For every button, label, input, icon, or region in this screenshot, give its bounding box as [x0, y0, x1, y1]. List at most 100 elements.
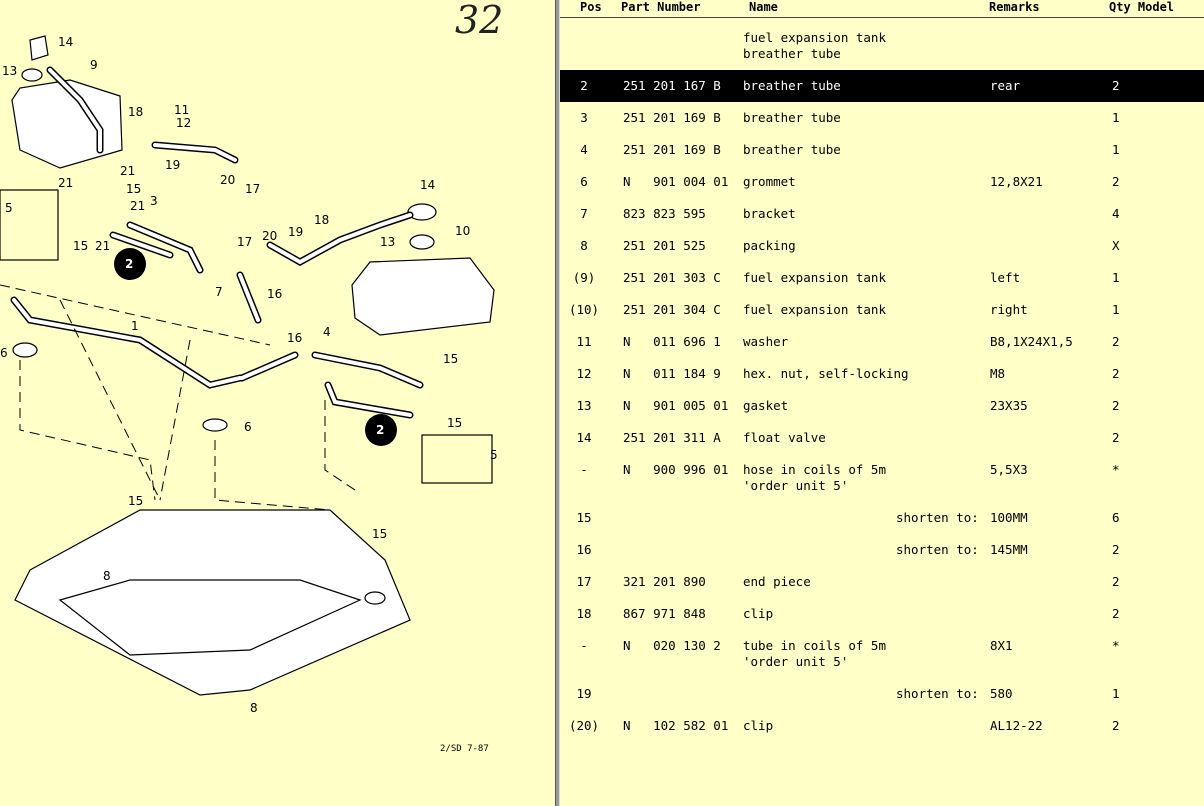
pane-splitter[interactable] — [555, 0, 560, 806]
row-pos: 18 — [576, 606, 592, 621]
row-qty: 2 — [1112, 542, 1120, 557]
svg-text:7: 7 — [215, 285, 223, 299]
svg-text:9: 9 — [90, 58, 98, 72]
svg-text:8: 8 — [250, 701, 258, 715]
row-pos: 14 — [576, 430, 592, 445]
column-header-pos[interactable]: Pos — [580, 0, 602, 14]
exploded-diagram[interactable]: 2 2 14 13 9 18 11 12 19 20 17 21 21 15 5… — [0, 0, 555, 806]
column-header-remarks[interactable]: Remarks — [989, 0, 1040, 14]
svg-text:2: 2 — [376, 423, 384, 437]
row-name: clip — [743, 718, 774, 733]
row-part-number: 251 201 303 C — [623, 270, 721, 285]
column-header-name[interactable]: Name — [749, 0, 778, 14]
row-pos: 11 — [576, 334, 592, 349]
svg-text:17: 17 — [237, 235, 252, 249]
svg-text:12: 12 — [176, 116, 191, 130]
column-header-part-number[interactable]: Part Number — [621, 0, 701, 14]
row-name: float valve — [743, 430, 826, 445]
row-part-number: 251 201 169 B — [623, 110, 721, 125]
row-name: grommet — [743, 174, 796, 189]
svg-text:5: 5 — [490, 448, 498, 462]
row-part-number: N 011 184 9 — [623, 366, 721, 381]
row-name: packing — [743, 238, 796, 253]
row-remarks: AL12-22 — [990, 718, 1043, 733]
row-name: end piece — [743, 574, 811, 589]
row-pos: (20) — [568, 718, 600, 733]
page-number: 32 — [455, 0, 504, 42]
row-qty: 2 — [1112, 574, 1120, 589]
row-part-number: N 900 996 01 — [623, 462, 729, 477]
svg-text:6: 6 — [0, 346, 8, 360]
svg-text:5: 5 — [5, 201, 13, 215]
row-name: hose in coils of 5m — [743, 462, 886, 477]
row-part-number: 251 201 169 B — [623, 142, 721, 157]
row-qty: 2 — [1112, 366, 1120, 381]
row-name: washer — [743, 334, 789, 349]
parts-list-pane[interactable]: Pos Part Number Name Remarks Qty Model f… — [560, 0, 1204, 806]
row-part-number: 867 971 848 — [623, 606, 706, 621]
svg-text:13: 13 — [2, 64, 17, 78]
table-row[interactable]: 14 251 201 311 A float valve 2 — [560, 422, 1204, 454]
column-header-qty-model[interactable]: Qty Model — [1109, 0, 1175, 14]
row-part-number: N 901 004 01 — [623, 174, 729, 189]
svg-text:21: 21 — [120, 164, 135, 178]
diagram-drawing: 2 2 14 13 9 18 11 12 19 20 17 21 21 15 5… — [0, 35, 498, 715]
row-name: breather tube — [743, 78, 841, 93]
svg-text:20: 20 — [220, 173, 235, 187]
svg-text:2: 2 — [125, 257, 133, 271]
row-remarks: 12,8X21 — [990, 174, 1043, 189]
row-name-note: 'order unit 5' — [743, 478, 849, 493]
svg-text:11: 11 — [174, 103, 189, 117]
svg-text:15: 15 — [73, 239, 88, 253]
row-part-number: 823 823 595 — [623, 206, 706, 221]
row-name: tube in coils of 5m — [743, 638, 886, 653]
group-title: fuel expansion tank breather tube — [560, 30, 1204, 66]
svg-text:19: 19 — [165, 158, 180, 172]
row-name: bracket — [743, 206, 796, 221]
row-qty: 2 — [1112, 398, 1120, 413]
row-qty: 1 — [1112, 110, 1120, 125]
row-qty: 6 — [1112, 510, 1120, 525]
parts-list-header: Pos Part Number Name Remarks Qty Model — [560, 0, 1204, 18]
row-part-number: 251 201 167 B — [623, 78, 721, 93]
svg-text:18: 18 — [314, 213, 329, 227]
row-pos: (10) — [568, 302, 600, 317]
row-qty: 2 — [1112, 606, 1120, 621]
row-qty: * — [1112, 462, 1120, 477]
row-remarks: left — [990, 270, 1021, 285]
svg-text:18: 18 — [128, 105, 143, 119]
row-pos: 19 — [576, 686, 592, 701]
svg-text:17: 17 — [245, 182, 260, 196]
row-part-number: 251 201 311 A — [623, 430, 721, 445]
row-name: hex. nut, self-locking — [743, 366, 909, 381]
row-remarks: 145MM — [990, 542, 1028, 557]
callout-14: 14 — [58, 35, 73, 49]
row-pos: 8 — [580, 238, 588, 253]
row-pos: 3 — [580, 110, 588, 125]
svg-text:15: 15 — [447, 416, 462, 430]
svg-text:13: 13 — [380, 235, 395, 249]
group-title-line2: breather tube — [743, 46, 841, 61]
row-qty: 2 — [1112, 430, 1120, 445]
svg-text:10: 10 — [455, 224, 470, 238]
row-qty: 4 — [1112, 206, 1120, 221]
